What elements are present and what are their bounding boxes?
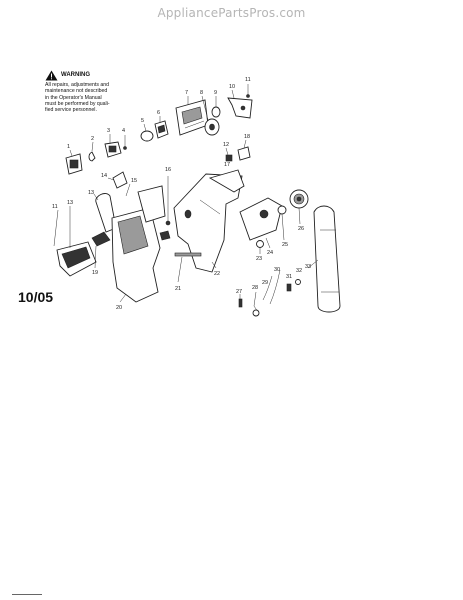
part-33-blower-tube xyxy=(313,205,341,313)
callout-4: 4 xyxy=(122,128,125,134)
part-19-nozzle-insert xyxy=(91,231,111,247)
watermark-text: AppliancePartsPros.com xyxy=(157,6,306,20)
warning-header: WARNING xyxy=(45,70,135,81)
part-2-clip xyxy=(88,151,96,162)
warning-triangle-icon xyxy=(45,70,58,81)
warning-notice: WARNING All repairs, adjustments and mai… xyxy=(45,70,135,113)
part-17-nut xyxy=(225,154,233,162)
part-30-cord xyxy=(269,269,281,305)
part-28-spring xyxy=(252,291,260,317)
part-31-clip xyxy=(286,283,292,292)
callout-numbers: 1 2 3 4 5 6 7 8 9 10 11 11 12 13 13 14 1… xyxy=(52,77,311,311)
callout-33: 33 xyxy=(305,264,311,270)
callout-9: 9 xyxy=(214,90,217,96)
part-13-intake-grille xyxy=(56,241,97,277)
callout-5: 5 xyxy=(141,118,144,124)
callout-15: 15 xyxy=(131,178,137,184)
callout-11-top: 11 xyxy=(245,77,251,83)
part-24-fan-cover xyxy=(239,197,283,241)
callout-27: 27 xyxy=(236,289,242,295)
callout-19: 19 xyxy=(92,270,98,276)
callout-7: 7 xyxy=(185,90,188,96)
part-23-bushing xyxy=(256,240,264,248)
part-14-tab xyxy=(112,171,128,189)
part-11-screw-top xyxy=(246,84,250,98)
callout-28: 28 xyxy=(252,285,258,291)
part-18-knob xyxy=(237,146,251,161)
callout-22: 22 xyxy=(214,271,220,277)
callout-10: 10 xyxy=(229,84,235,90)
callout-6: 6 xyxy=(157,110,160,116)
callout-11-left: 11 xyxy=(52,204,58,210)
part-29-cord xyxy=(262,275,273,301)
callout-25: 25 xyxy=(282,242,288,248)
callout-14: 14 xyxy=(101,173,107,179)
callout-16: 16 xyxy=(165,167,171,173)
part-4-screw xyxy=(123,135,127,150)
part-21-shaft xyxy=(174,252,202,257)
warning-line: fied service personnel. xyxy=(45,107,97,114)
part-8-bearing xyxy=(204,118,220,136)
callout-26: 26 xyxy=(298,226,304,232)
callout-30: 30 xyxy=(274,267,280,273)
warning-line: All repairs, adjustments and xyxy=(45,82,110,88)
callout-21: 21 xyxy=(175,286,181,292)
callout-leaders xyxy=(53,89,319,303)
callout-3: 3 xyxy=(107,128,110,134)
callout-23: 23 xyxy=(256,256,262,262)
callout-13-grille: 13 xyxy=(67,200,73,206)
callout-13-grip: 13 xyxy=(88,190,94,196)
part-7-handle-cover xyxy=(175,99,209,136)
callout-29: 29 xyxy=(262,280,268,286)
part-3-switch xyxy=(104,141,122,158)
warning-line: maintenance not described xyxy=(45,88,108,95)
callout-8: 8 xyxy=(200,90,203,96)
callout-1: 1 xyxy=(67,144,70,150)
part-25-washer xyxy=(277,205,287,215)
warning-line: must be performed by quali- xyxy=(45,100,110,107)
part-26-impeller xyxy=(289,189,309,209)
part-9-seal xyxy=(211,106,221,118)
part-22-housing-right xyxy=(173,169,245,273)
part-1-mount-plate xyxy=(65,153,83,175)
callout-17: 17 xyxy=(224,162,230,168)
part-20-housing-left xyxy=(111,185,171,303)
revision-date-code: 10/05 xyxy=(18,289,54,305)
part-6-lever xyxy=(154,120,169,139)
warning-line: in the Operator's Manual xyxy=(45,94,102,101)
part-32-button xyxy=(295,279,301,285)
page-edge-mark xyxy=(12,594,42,595)
callout-20: 20 xyxy=(116,305,122,311)
callout-18: 18 xyxy=(244,134,250,140)
part-27-pin xyxy=(238,298,243,308)
callout-32: 32 xyxy=(296,268,302,274)
part-10-latch xyxy=(227,97,253,119)
warning-title: WARNING xyxy=(61,72,90,79)
part-16-screw xyxy=(165,176,171,226)
callout-24: 24 xyxy=(267,250,273,256)
callout-2: 2 xyxy=(91,136,94,142)
part-5-cap xyxy=(140,130,154,142)
callout-12: 12 xyxy=(223,142,229,148)
callout-31: 31 xyxy=(286,274,292,280)
